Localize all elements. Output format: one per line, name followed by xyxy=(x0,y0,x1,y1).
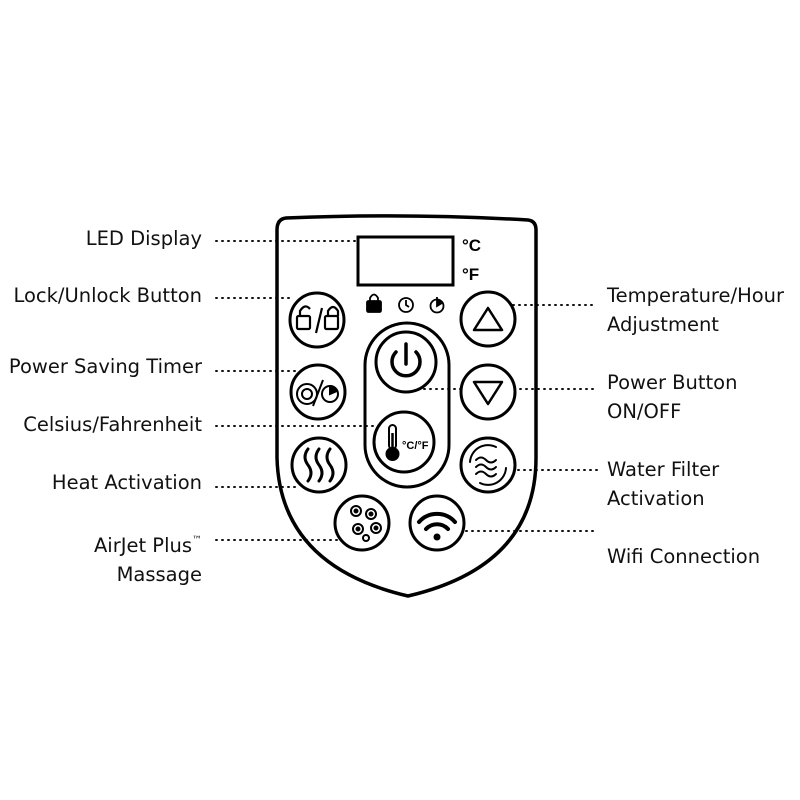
control-panel-outline xyxy=(275,214,538,598)
heat-waves-icon xyxy=(303,447,335,483)
temperature-down-button[interactable] xyxy=(459,363,517,421)
leader-lines xyxy=(215,240,598,541)
thermometer-icon xyxy=(385,424,400,461)
celsius-fahrenheit-button[interactable]: °C/°F xyxy=(372,410,436,474)
label-filter-line1: Water Filter xyxy=(607,458,720,481)
power-saving-timer-button[interactable] xyxy=(289,363,347,421)
label-lock-unlock: Lock/Unlock Button xyxy=(13,284,202,307)
water-filter-button[interactable] xyxy=(459,436,517,494)
label-heat-activation: Heat Activation xyxy=(51,471,202,494)
label-power-line1: Power Button xyxy=(607,371,738,394)
center-pill xyxy=(363,321,451,489)
power-button[interactable] xyxy=(374,330,438,394)
lock-unlock-icon xyxy=(295,305,340,334)
trademark-symbol: ™ xyxy=(192,535,202,546)
label-airjet-line1: AirJet Plus xyxy=(93,534,192,557)
cf-button-text: °C/°F xyxy=(402,440,429,452)
label-power-saving-timer: Power Saving Timer xyxy=(8,355,202,378)
celsius-unit-label: °C xyxy=(462,236,481,255)
timer-icon xyxy=(398,297,414,313)
airjet-bubbles-icon xyxy=(350,505,382,542)
heat-activation-button[interactable] xyxy=(290,436,348,494)
led-display xyxy=(356,235,455,287)
triangle-up-icon xyxy=(472,306,504,332)
wifi-button[interactable] xyxy=(408,494,466,552)
label-led-display: LED Display xyxy=(85,227,202,250)
label-airjet-massage: AirJet Plus™ Massage xyxy=(94,526,202,589)
label-temp-line2: Adjustment xyxy=(607,313,719,336)
airjet-massage-button[interactable] xyxy=(333,494,391,552)
label-power-line2: ON/OFF xyxy=(607,400,682,423)
stopwatch-icon xyxy=(429,297,445,314)
label-wifi-connection: Wifi Connection xyxy=(607,545,761,568)
wifi-icon xyxy=(417,511,457,541)
label-airjet-line2: Massage xyxy=(116,563,202,586)
power-saving-timer-icon xyxy=(296,379,339,407)
lock-unlock-button[interactable] xyxy=(288,291,346,349)
label-celsius-fahrenheit: Celsius/Fahrenheit xyxy=(23,413,202,436)
power-icon xyxy=(390,342,422,378)
label-temp-line1: Temperature/Hour xyxy=(607,284,785,307)
label-temperature-adjustment: Temperature/Hour Adjustment xyxy=(607,281,784,339)
label-water-filter: Water Filter Activation xyxy=(607,455,719,513)
fahrenheit-unit-label: °F xyxy=(462,265,479,284)
temperature-up-button[interactable] xyxy=(459,290,517,348)
label-filter-line2: Activation xyxy=(607,487,705,510)
water-filter-icon xyxy=(469,444,507,486)
label-power-button: Power Button ON/OFF xyxy=(607,368,737,426)
triangle-down-icon xyxy=(472,380,504,406)
lock-icon xyxy=(366,293,382,313)
